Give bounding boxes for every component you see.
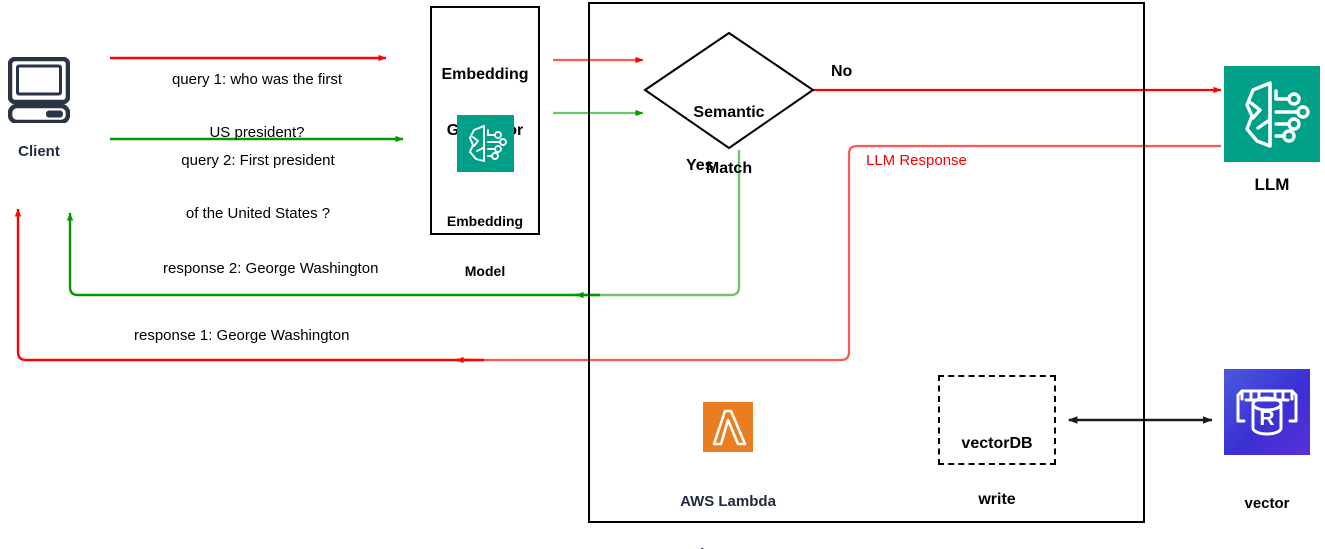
response-2-label: response 2: George Washington — [163, 260, 379, 277]
llm-label: LLM — [1254, 175, 1290, 194]
vector-database-label-line-1: vector — [1244, 495, 1290, 513]
redshift-database-icon: R — [1224, 369, 1310, 455]
query-2-label: query 2: First president of the United S… — [152, 117, 364, 259]
embedding-model-label-line-1: Embedding — [446, 213, 524, 230]
llm-response-label: LLM Response — [866, 152, 967, 169]
svg-text:R: R — [1259, 407, 1274, 430]
vectordb-write-box — [938, 375, 1056, 465]
query-1-label: query 1: who was the first US president? — [146, 36, 368, 178]
aws-lambda-label: AWS Lambda Cache Manager — [638, 458, 818, 549]
vectordb-write-line-2: write — [978, 491, 1016, 509]
semantic-match-line-2: Match — [705, 160, 753, 178]
vectordb-write-line-1: vectorDB — [961, 434, 1033, 452]
embedding-generator-title-line-1: Embedding — [441, 65, 529, 83]
brain-circuit-icon — [457, 115, 514, 172]
aws-lambda-label-line-1: AWS Lambda — [680, 493, 776, 511]
client-label: Client — [18, 143, 60, 160]
desktop-computer-icon — [8, 57, 70, 123]
query-2-line-2: of the United States ? — [185, 205, 331, 223]
brain-circuit-icon — [1224, 66, 1320, 162]
semantic-match-label: Semantic Match — [655, 66, 803, 217]
response-1-label: response 1: George Washington — [134, 327, 350, 344]
query-1-line-1: query 1: who was the first — [171, 71, 343, 89]
query-1-line-2: US president? — [209, 124, 305, 142]
embedding-model-label-line-2: Model — [464, 262, 506, 279]
branch-yes-label: Yes — [686, 157, 714, 174]
query-2-line-1: query 2: First president — [181, 152, 335, 170]
embedding-model-label: Embedding Model — [428, 180, 542, 312]
semantic-match-line-1: Semantic — [693, 103, 765, 121]
vector-database-label: vector Database — [1210, 460, 1324, 549]
branch-no-label: No — [831, 63, 853, 80]
aws-lambda-label-line-2: Cache Manager — [638, 546, 818, 549]
aws-lambda-icon — [703, 402, 753, 452]
semantic-cache-container — [588, 2, 1145, 523]
vectordb-write-label: vectorDB write — [938, 397, 1056, 548]
